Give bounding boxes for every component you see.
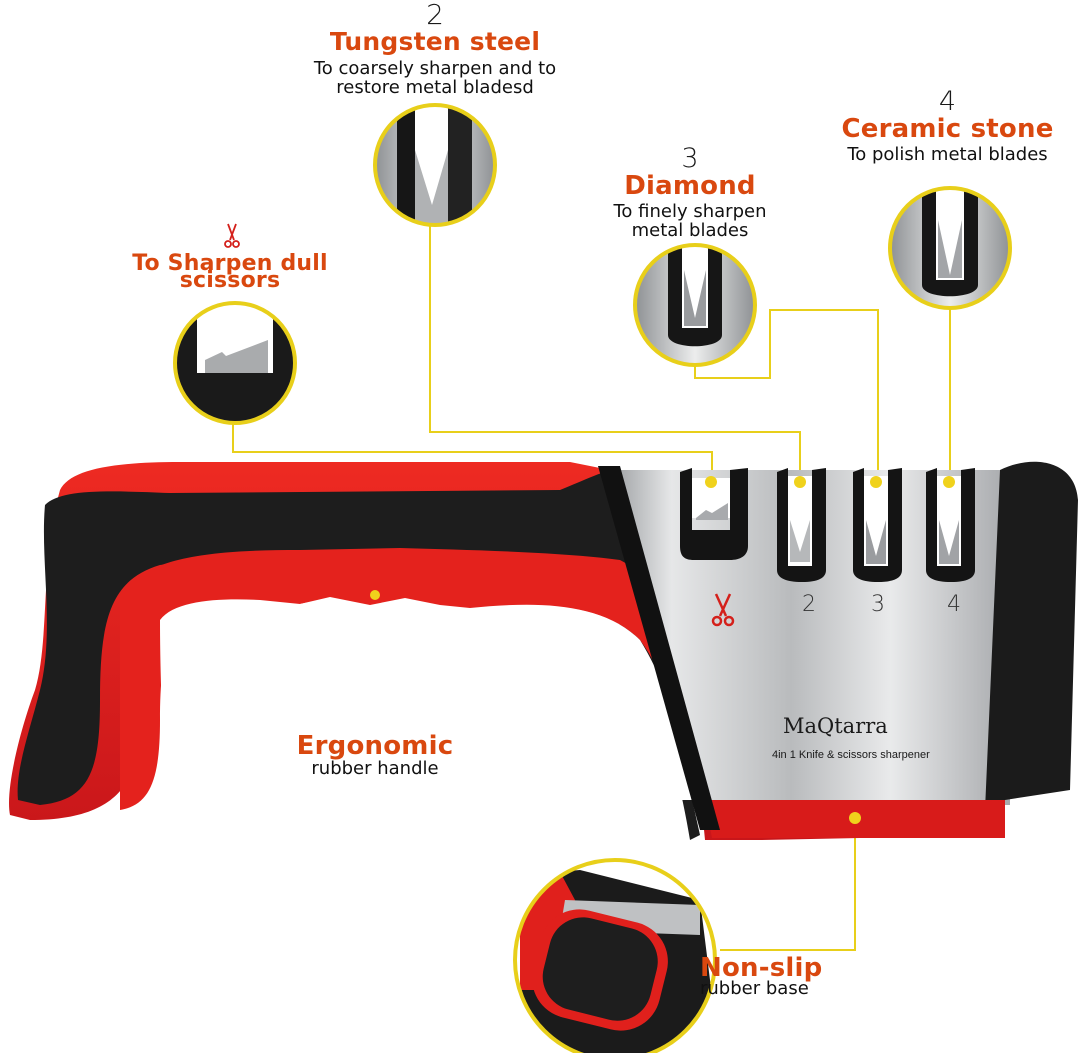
slot-number-2: 2 [426, 0, 444, 31]
plate-slot-number-2: 2 [802, 592, 816, 617]
brand-subtitle: 4in 1 Knife & scissors sharpener [772, 749, 930, 761]
ceramic-title: Ceramic stone [841, 114, 1054, 145]
base-desc: rubber base [700, 978, 809, 1000]
label-diamond: 3 Diamond To finely sharpen metal blades [585, 143, 795, 241]
ceramic-desc-1: To polish metal blades [847, 143, 1048, 165]
label-scissors: To Sharpen dull scissors [110, 252, 350, 292]
label-base: Non-slip rubber base [700, 953, 880, 1000]
magnifier-diamond [633, 243, 757, 367]
sharpening-slots [680, 468, 975, 582]
plate-slot-number-4: 4 [947, 592, 961, 617]
tungsten-title: Tungsten steel [329, 27, 541, 57]
diamond-desc-2: metal blades [631, 219, 749, 241]
handle-title: Ergonomic [296, 731, 454, 761]
scissors-mark-icon [711, 593, 735, 627]
brand-name: MaQtarra [783, 714, 888, 738]
scissors-title-line2: scissors [179, 268, 281, 294]
tungsten-desc-1: To coarsely sharpen and to [313, 57, 557, 79]
slot-number-3: 3 [681, 143, 699, 174]
scissors-title: To Sharpen dull [132, 251, 328, 276]
label-tungsten: 2 Tungsten steel To coarsely sharpen and… [280, 0, 590, 97]
label-ceramic: 4 Ceramic stone To polish metal blades [815, 86, 1080, 165]
diamond-desc-1: To finely sharpen [613, 200, 767, 222]
magnifier-base [513, 858, 717, 1053]
base-title: Non-slip [700, 953, 823, 983]
handle-desc: rubber handle [311, 758, 439, 780]
magnifier-tungsten [373, 103, 497, 227]
callout-dots [370, 476, 955, 824]
diamond-title: Diamond [624, 171, 756, 202]
magnifier-ceramic [888, 186, 1012, 310]
label-handle: Ergonomic rubber handle [275, 731, 475, 780]
scissors-title-icon [224, 223, 240, 248]
magnifier-scissors [173, 301, 297, 425]
tungsten-desc-2: restore metal bladesd [336, 76, 534, 98]
plate-slot-number-3: 3 [871, 592, 885, 617]
slot-number-4: 4 [938, 86, 957, 117]
